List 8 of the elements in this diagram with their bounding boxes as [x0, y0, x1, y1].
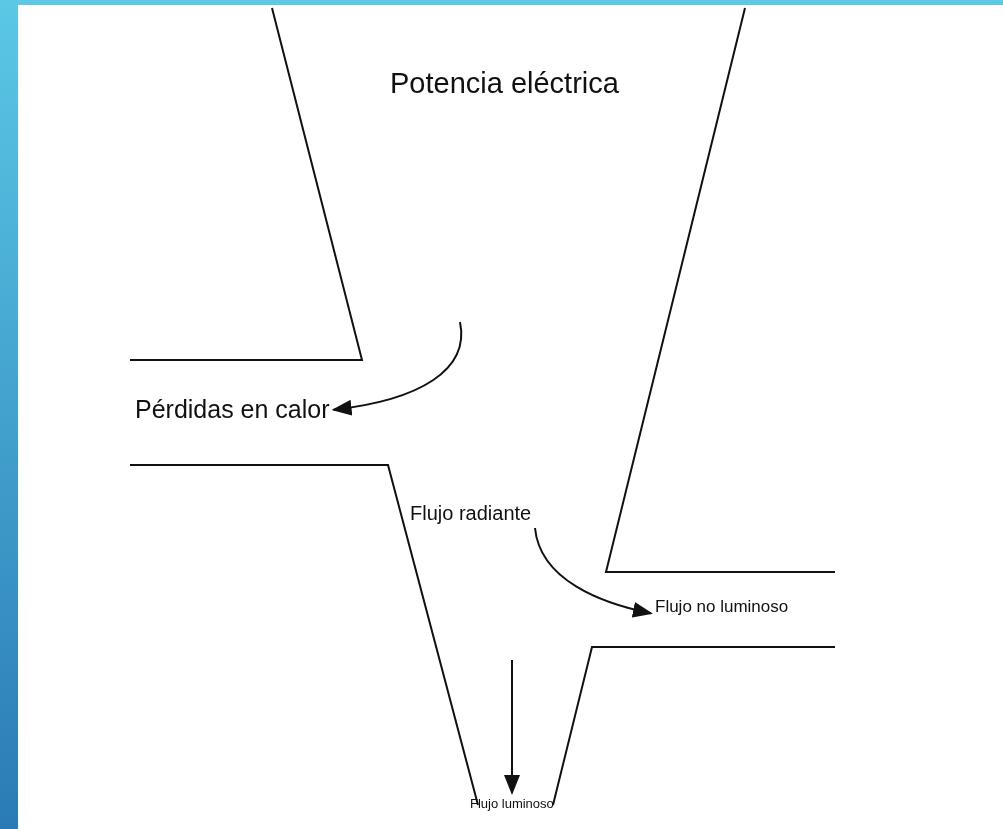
flow-label: Potencia eléctrica [390, 68, 619, 100]
flow-label: Flujo luminoso [470, 797, 554, 812]
flow-label: Flujo radiante [410, 502, 532, 524]
arrow [331, 321, 463, 416]
flow-label: Flujo no luminoso [655, 598, 789, 617]
arrow [534, 527, 653, 618]
flow-label: Pérdidas en calor [135, 396, 330, 424]
arrow [504, 659, 520, 795]
